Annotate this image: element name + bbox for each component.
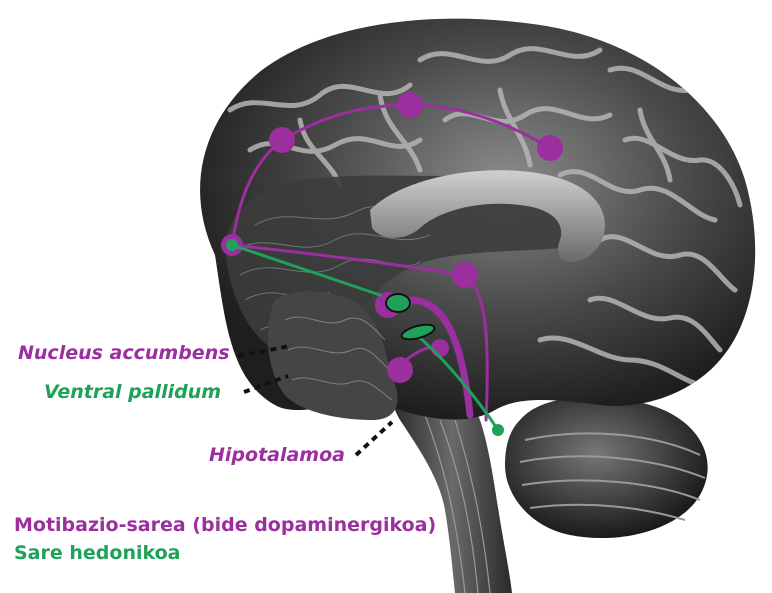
hedonic-node <box>226 239 238 251</box>
hedonic-node <box>386 294 410 312</box>
nucleus-accumbens-label: Nucleus accumbens <box>18 342 230 364</box>
cerebellum <box>505 397 708 538</box>
motivation-node <box>387 357 413 383</box>
motivation-node <box>397 92 423 118</box>
motivation-node <box>269 127 295 153</box>
ventral-pallidum-label: Ventral pallidum <box>44 381 221 403</box>
motivation-node <box>452 262 478 288</box>
motivation-node <box>431 339 449 357</box>
legend-hedonic-network: Sare hedonikoa <box>14 542 180 564</box>
hipotalamoa-label: Hipotalamoa <box>209 444 345 466</box>
legend-motivation-pathway: Motibazio-sarea (bide dopaminergikoa) <box>14 514 436 536</box>
motivation-node <box>537 135 563 161</box>
hipotalamoa-leader <box>356 422 392 455</box>
hedonic-node <box>492 424 504 436</box>
